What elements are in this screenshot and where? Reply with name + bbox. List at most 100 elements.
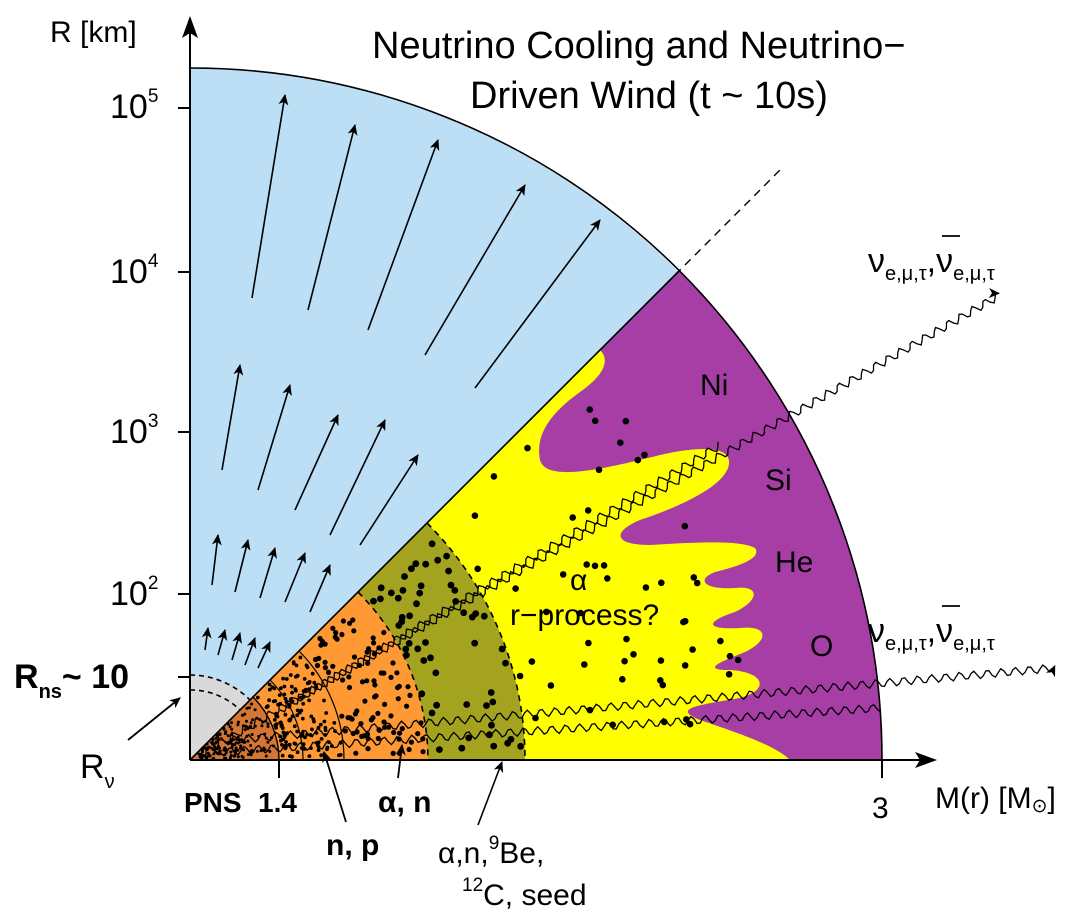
particle-dot (422, 560, 430, 568)
particle-dot (218, 733, 222, 736)
particle-dot (260, 724, 264, 728)
particle-dot (280, 753, 285, 758)
particle-dot (370, 597, 377, 605)
particle-dot (346, 674, 352, 680)
particle-dot (396, 683, 402, 690)
alpha-n-label: α, n (378, 786, 431, 819)
particle-dot (332, 721, 337, 725)
particle-dot (294, 674, 298, 679)
particle-dot (236, 720, 240, 724)
particle-dot (224, 730, 228, 734)
particle-dot (291, 661, 296, 666)
particle-dot (717, 637, 724, 645)
particle-dot (255, 695, 260, 700)
particle-dot (408, 739, 414, 745)
particle-dot (278, 720, 283, 725)
particle-dot (290, 690, 294, 695)
particle-dot (365, 660, 371, 666)
particle-dot (377, 595, 384, 603)
particle-dot (361, 733, 367, 739)
particle-dot (338, 753, 343, 757)
particle-dot (249, 753, 253, 757)
particle-dot (250, 702, 254, 706)
particle-dot (324, 711, 329, 715)
particle-dot (295, 729, 300, 734)
particle-dot (246, 753, 250, 756)
y-tick-labels: 105 104 103 102 (110, 86, 159, 613)
particle-dot (267, 687, 272, 692)
y-axis-label: R [km] (50, 16, 137, 49)
particle-dot (253, 708, 257, 712)
particle-dot (604, 575, 611, 582)
particle-dot (434, 556, 442, 564)
particle-dot (447, 581, 455, 589)
particle-dot (528, 658, 536, 665)
particle-dot (490, 473, 498, 480)
particle-dot (250, 733, 254, 736)
particle-dot (680, 618, 687, 626)
particle-dot (317, 635, 323, 642)
particle-dot (350, 617, 356, 623)
particle-dot (734, 656, 742, 664)
particle-dot (339, 631, 345, 638)
particle-dot (222, 726, 226, 730)
particle-dot (229, 754, 233, 757)
particle-dot (583, 561, 590, 568)
particle-dot (622, 417, 630, 425)
particle-dot (586, 406, 594, 413)
particle-dot (215, 733, 219, 737)
y-tick-1e3: 103 (110, 411, 158, 451)
particle-dot (277, 693, 282, 697)
particle-dot (240, 713, 244, 717)
particle-dot (310, 727, 314, 732)
particle-dot (619, 676, 626, 683)
particle-dot (265, 704, 270, 709)
particle-dot (229, 750, 233, 754)
particle-dot (370, 635, 376, 641)
particle-dot (230, 727, 234, 731)
particle-dot (272, 686, 277, 691)
particle-dot (465, 734, 473, 742)
particle-dot (427, 654, 434, 662)
particle-dot (404, 703, 410, 709)
particle-dot (234, 746, 238, 750)
x-axis-label: M(r) [M⊙] (935, 782, 1056, 817)
particle-dot (249, 721, 253, 725)
particle-dot (471, 512, 479, 519)
particle-dot (375, 710, 381, 717)
particle-dot (218, 749, 222, 753)
particle-dot (267, 698, 271, 703)
particle-dot (657, 657, 665, 664)
particle-dot (517, 742, 524, 750)
particle-dot (353, 750, 359, 756)
particle-dot (242, 748, 245, 752)
particle-dot (394, 670, 400, 676)
particle-dot (307, 754, 312, 758)
particle-dot (289, 684, 294, 689)
particle-dot (405, 684, 411, 690)
particle-dot (295, 713, 300, 718)
particle-dot (420, 749, 426, 755)
particle-dot (346, 684, 353, 691)
particle-dot (298, 655, 303, 660)
particle-dot (686, 720, 694, 728)
particle-dot (333, 630, 339, 636)
particle-dot (621, 657, 628, 665)
particle-dot (236, 755, 240, 759)
particle-dot (323, 725, 328, 730)
seed-label-line-1: α,n,9Be, (438, 833, 544, 870)
particle-dot (224, 756, 228, 760)
neutrino-paths (199, 288, 1056, 758)
particle-dot (282, 692, 287, 697)
particle-dot (416, 589, 424, 597)
particle-dot (516, 672, 524, 680)
particle-dot (292, 724, 297, 729)
particle-dot (267, 682, 272, 687)
particle-dot (279, 724, 284, 728)
particle-dot (316, 748, 321, 753)
particle-dot (340, 677, 346, 683)
particle-dot (371, 678, 377, 684)
axes (178, 16, 937, 778)
particle-dot (524, 444, 531, 452)
particle-dot (272, 718, 277, 722)
